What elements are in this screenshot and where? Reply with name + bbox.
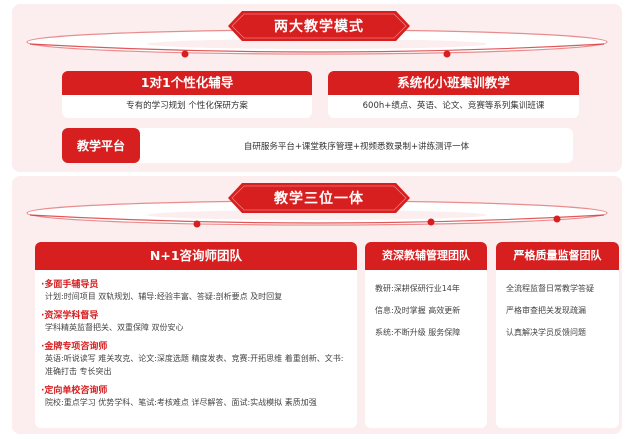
section-title-banner: 教学三位一体 [228,183,410,213]
section-title-banner: 两大教学模式 [228,11,410,41]
team-line: 教研:深耕保研行业14年 [375,284,460,293]
role-desc: 学科精英监督把关、双重保障 双份安心 [45,323,184,332]
dot-icon [443,50,451,58]
team-line: 系统:不断升级 服务保障 [375,328,461,337]
platform-desc: 自研服务平台+课堂秩序管理+视频悉数录制+讲练测评一体 [243,141,470,152]
section-title: 两大教学模式 [274,19,364,35]
card-title: 系统化小班集训教学 [328,71,579,95]
dot-icon [427,218,435,226]
dot-icon [193,220,201,228]
role-title: ·定向单校咨询师 [41,386,108,396]
card-title: 严格质量监督团队 [496,242,619,270]
card-title: N+1咨询师团队 [35,242,357,270]
role-desc: 英语:听说读写 难关攻克、论文:深度选题 精度发表、竞赛:开拓思维 着重创新、文… [45,354,344,376]
dot-icon [553,215,561,223]
role-desc: 计划:时间项目 双轨规划、辅导:经验丰富、答疑:剖析要点 及时回复 [45,292,283,301]
role-title: ·资深学科督导 [41,311,99,321]
card-desc: 600h+绩点、英语、论文、竞赛等系列集训班课 [362,101,545,111]
role-title: ·金牌专项咨询师 [41,342,108,352]
card-desc: 专有的学习规划 个性化保研方案 [126,101,248,111]
platform-label: 教学平台 [62,128,140,163]
team-line: 全流程监督日常教学答疑 [506,284,594,293]
mode-card-1on1: 1对1个性化辅导 专有的学习规划 个性化保研方案 [62,71,312,118]
team-line: 认真解决学员反馈问题 [506,328,586,337]
mode-card-small-class: 系统化小班集训教学 600h+绩点、英语、论文、竞赛等系列集训班课 [328,71,579,118]
platform-row [62,128,573,163]
card-title: 1对1个性化辅导 [62,71,312,95]
dot-icon [181,50,189,58]
role-title: ·多面手辅导员 [41,280,99,290]
card-title: 资深教辅管理团队 [365,242,487,270]
team-line: 信息:及时掌握 高效更新 [375,306,461,315]
team-card-consultants: N+1咨询师团队 ·多面手辅导员 计划:时间项目 双轨规划、辅导:经验丰富、答疑… [35,242,357,428]
team-card-quality: 严格质量监督团队 全流程监督日常教学答疑 严格审查把关发现疏漏 认真解决学员反馈… [496,242,619,428]
team-line: 严格审查把关发现疏漏 [506,306,586,315]
team-card-management: 资深教辅管理团队 教研:深耕保研行业14年 信息:及时掌握 高效更新 系统:不断… [365,242,487,428]
section-title: 教学三位一体 [274,191,364,207]
decorative-ring [26,200,608,228]
role-desc: 院校:重点学习 优势学科、笔试:考核难点 详尽解答、面试:实战模拟 素质加强 [45,398,317,407]
